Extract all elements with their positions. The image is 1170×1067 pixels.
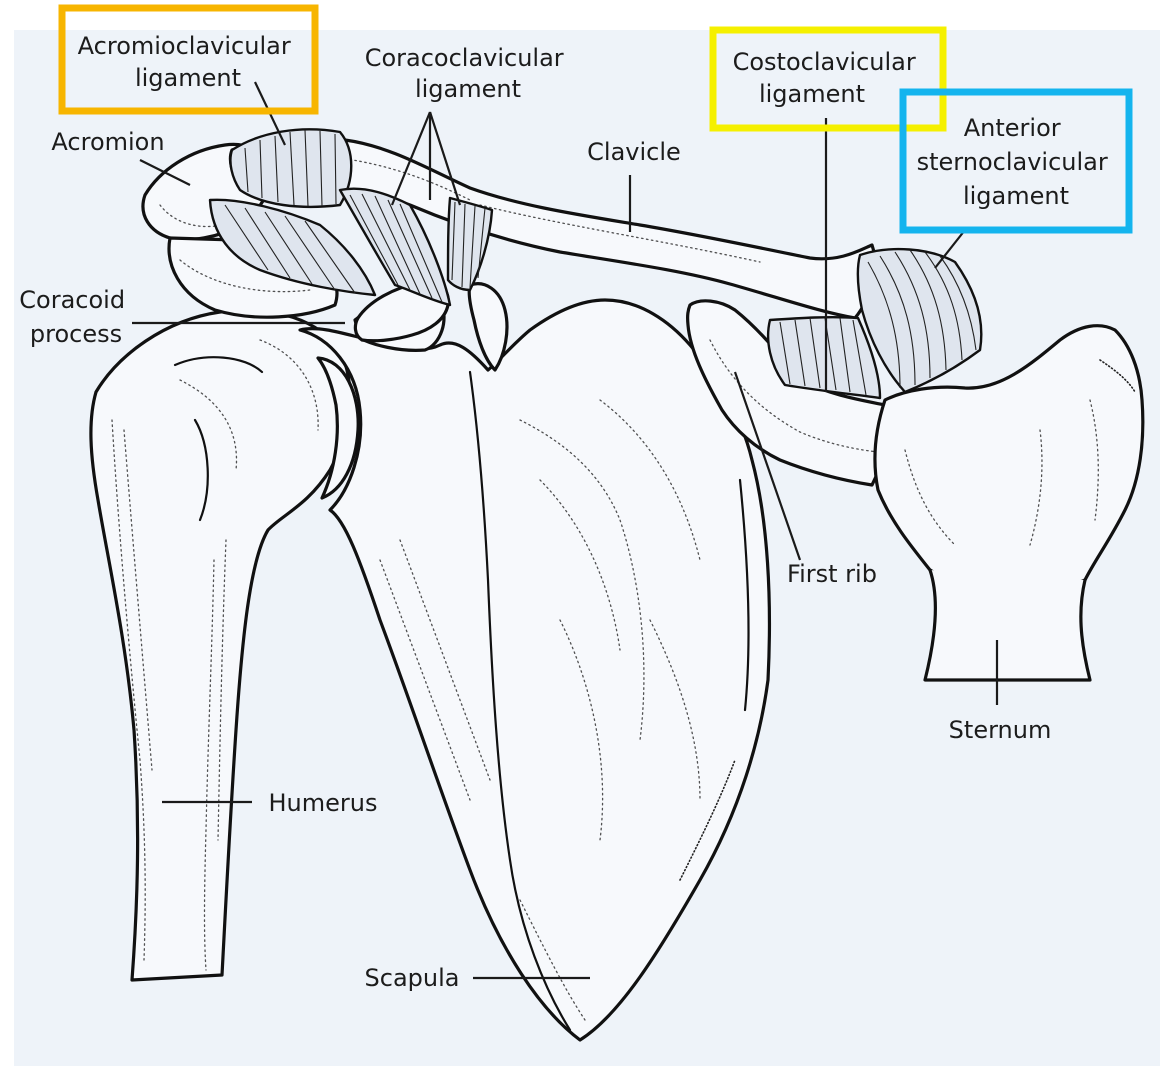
acromioclavicular-ligament-structure	[230, 129, 351, 207]
costoclavicular-ligament-structure	[768, 317, 880, 398]
label-clavicle: Clavicle	[587, 138, 681, 166]
label-humerus: Humerus	[269, 789, 378, 817]
label-acromion: Acromion	[51, 128, 164, 156]
label-first-rib: First rib	[787, 560, 877, 588]
label-scapula: Scapula	[365, 964, 460, 992]
label-sternum: Sternum	[949, 716, 1052, 744]
